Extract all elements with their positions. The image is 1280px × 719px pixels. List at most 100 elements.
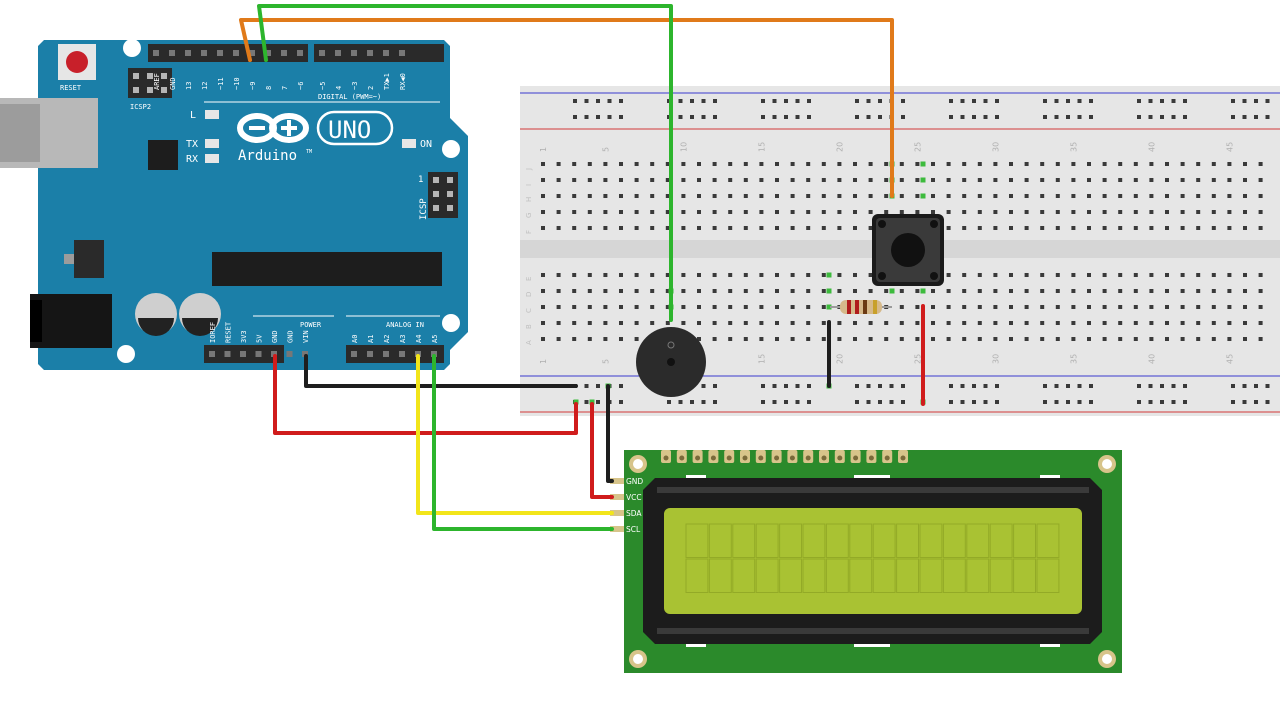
digital-pin[interactable] [319,50,325,56]
resistor-band [855,300,859,314]
breadboard-hole [650,210,655,214]
breadboard-hole [603,194,608,198]
breadboard-hole [1180,210,1185,214]
resistor-band [847,300,851,314]
power-pin[interactable] [255,351,262,357]
breadboard-hole [603,337,608,341]
analog-pin[interactable] [367,351,373,357]
breadboard-hole [572,194,577,198]
digital-pin[interactable] [217,50,223,56]
breadboard-hole [1227,337,1232,341]
lcd-mount-hole-inner [1102,654,1112,664]
breadboard-hole [868,289,873,293]
breadboard-hole [1227,210,1232,214]
power-pin[interactable] [224,351,231,357]
breadboard-hole [962,162,967,166]
rail-hole [619,384,623,388]
digital-pin[interactable] [153,50,159,56]
reset-button-cap[interactable] [66,51,88,73]
power-pin[interactable] [286,351,293,357]
button-cap[interactable] [891,233,925,267]
digital-pin-label: ~9 [249,82,257,90]
digital-pin-label: 8 [265,86,273,90]
breadboard-hole [1102,337,1107,341]
breadboard-hole [962,226,967,230]
rail-hole [1254,115,1258,119]
digital-pin[interactable] [351,50,357,56]
digital-pin[interactable] [335,50,341,56]
push-button[interactable] [872,214,944,286]
breadboard-hole [775,305,779,309]
breadboard-hole [1087,289,1091,293]
rail-hole [807,99,811,103]
breadboard-hole [946,273,951,277]
lcd-i2c-pin [610,510,624,516]
analog-pin[interactable] [351,351,357,357]
digital-pin[interactable] [281,50,287,56]
breadboard-hole [556,321,561,325]
breadboard-hole [993,162,998,166]
power-pin[interactable] [302,351,308,357]
lcd-cell [919,558,943,593]
breadboard-hole [1040,178,1045,182]
digital-pin[interactable] [169,50,175,56]
digital-pin[interactable] [265,50,271,56]
lcd-cell [896,523,919,558]
breadboard-hole [1102,178,1107,182]
breadboard-hole [977,226,982,230]
rail-hole [866,400,871,404]
digital-pin[interactable] [383,50,389,56]
breadboard-hole [1211,162,1216,166]
tm-label: TM [306,149,312,155]
breadboard-hole [1196,273,1201,277]
digital-pin[interactable] [297,50,303,56]
breadboard-hole [977,305,982,309]
analog-pin[interactable] [383,351,389,357]
digital-pin[interactable] [399,50,405,56]
breadboard-hole [821,178,826,182]
rail-hole [1077,400,1082,404]
breadboard-hole [712,321,717,325]
power-pin[interactable] [209,351,215,357]
breadboard-hole [1087,162,1091,166]
digital-pin[interactable] [185,50,191,56]
breadboard-hole [1102,273,1107,277]
regulator-tab [64,254,74,264]
analog-pin[interactable] [399,351,405,357]
breadboard-hole [1009,305,1013,309]
breadboard-hole [743,194,748,198]
digital-pin[interactable] [201,50,207,56]
column-number-top: 35 [1069,142,1078,152]
breadboard-hole [993,273,998,277]
breadboard-hole [1211,305,1216,309]
column-number-top: 45 [1225,142,1234,152]
breadboard-hole [681,178,686,182]
rail-hole [949,99,953,103]
breadboard-hole [634,273,639,277]
breadboard-hole [946,289,951,293]
breadboard-hole [759,194,764,198]
digital-pin[interactable] [367,50,373,56]
lcd-cell [825,523,849,558]
resistor [830,300,892,314]
breadboard-hole [1149,305,1154,309]
power-pin[interactable] [240,351,246,357]
rail-hole [1254,384,1258,388]
digital-pin[interactable] [233,50,239,56]
breadboard-hole [962,273,967,277]
rail-hole [795,115,800,119]
breadboard-hole [759,162,764,166]
digital-pin-label: 13 [185,82,193,90]
rail-hole [1265,115,1270,119]
breadboard-hole [650,289,655,293]
breadboard-hole [1071,337,1076,341]
digital-pin[interactable] [249,50,255,56]
breadboard-hole [837,337,842,341]
row-letter: J [525,168,533,171]
lcd-cell [685,523,709,558]
lcd-character-cells [685,523,1060,593]
breadboard-hole [899,162,904,166]
breadboard-hole [743,289,748,293]
power-pin[interactable] [271,351,277,357]
breadboard-hole [665,289,670,293]
